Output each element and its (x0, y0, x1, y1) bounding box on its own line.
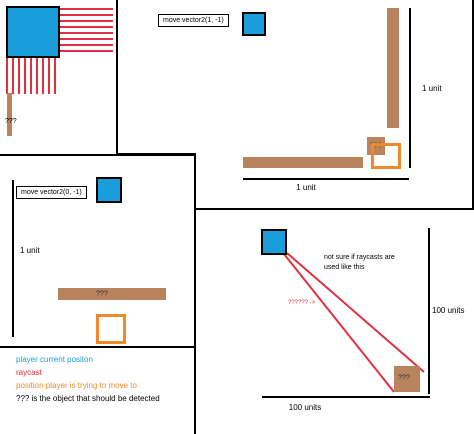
raycast-line (59, 32, 113, 34)
panel3-right-border (194, 154, 196, 434)
x-unit-label: 100 units (288, 403, 322, 412)
raycast-line (12, 56, 14, 94)
x-unit-label: 1 unit (296, 183, 316, 192)
legend-object: ??? is the object that should be detecte… (16, 394, 160, 403)
wall-horizontal (243, 157, 363, 168)
legend-raycast: raycast (16, 368, 42, 377)
move-label: move vector2(1, -1) (163, 17, 224, 24)
raycast-line-left (283, 253, 395, 393)
panel2-bottom-right-border (196, 208, 474, 210)
ray-label: ?????? -> (288, 300, 316, 306)
raycast-line (59, 20, 113, 22)
target-square (96, 314, 126, 344)
object-label: ??? (96, 290, 108, 298)
player-square (6, 6, 60, 58)
raycast-line (54, 56, 56, 94)
raycast-line (59, 50, 113, 52)
panel2-right-border (472, 0, 474, 210)
raycast-line (59, 38, 113, 40)
y-axis-line (428, 228, 430, 394)
player-square (242, 12, 266, 36)
wall-vertical (387, 8, 399, 128)
legend-target: position player is trying to move to (16, 381, 137, 390)
object-bar (7, 93, 12, 136)
panel1-right-border (116, 0, 118, 155)
raycast-line (48, 56, 50, 94)
legend-player: player current positon (16, 355, 93, 364)
player-square (261, 229, 287, 255)
panel3-top-border (0, 154, 196, 156)
object-bar (58, 288, 166, 300)
raycast-line (24, 56, 26, 94)
player-square (96, 177, 122, 203)
note-line2: used like this (324, 264, 365, 271)
y-unit-label: 1 unit (422, 84, 442, 93)
object-label: ??? (370, 142, 382, 150)
y-axis-line (409, 8, 411, 168)
raycast-line (36, 56, 38, 94)
raycast-line-right (286, 252, 425, 373)
raycast-line (59, 44, 113, 46)
move-label-box: move vector2(0, -1) (16, 186, 87, 199)
object-label: ??? (398, 374, 410, 382)
note-line1: not sure if raycasts are (324, 254, 395, 261)
x-axis-line (243, 178, 409, 180)
raycast-line (59, 8, 113, 10)
raycast-line (6, 56, 8, 94)
legend-divider (0, 346, 196, 348)
move-label-box: move vector2(1, -1) (158, 14, 229, 27)
x-axis-line (262, 396, 430, 398)
raycast-line (59, 14, 113, 16)
y-unit-label: 1 unit (20, 246, 40, 255)
y-axis-line (12, 180, 14, 337)
object-label: ??? (5, 118, 17, 125)
object-square (394, 366, 420, 392)
y-unit-label: 100 units (432, 306, 465, 315)
target-square (371, 143, 401, 169)
raycast-line (30, 56, 32, 94)
raycast-line (59, 26, 113, 28)
raycast-line (18, 56, 20, 94)
move-label: move vector2(0, -1) (21, 189, 82, 196)
raycast-line (42, 56, 44, 94)
